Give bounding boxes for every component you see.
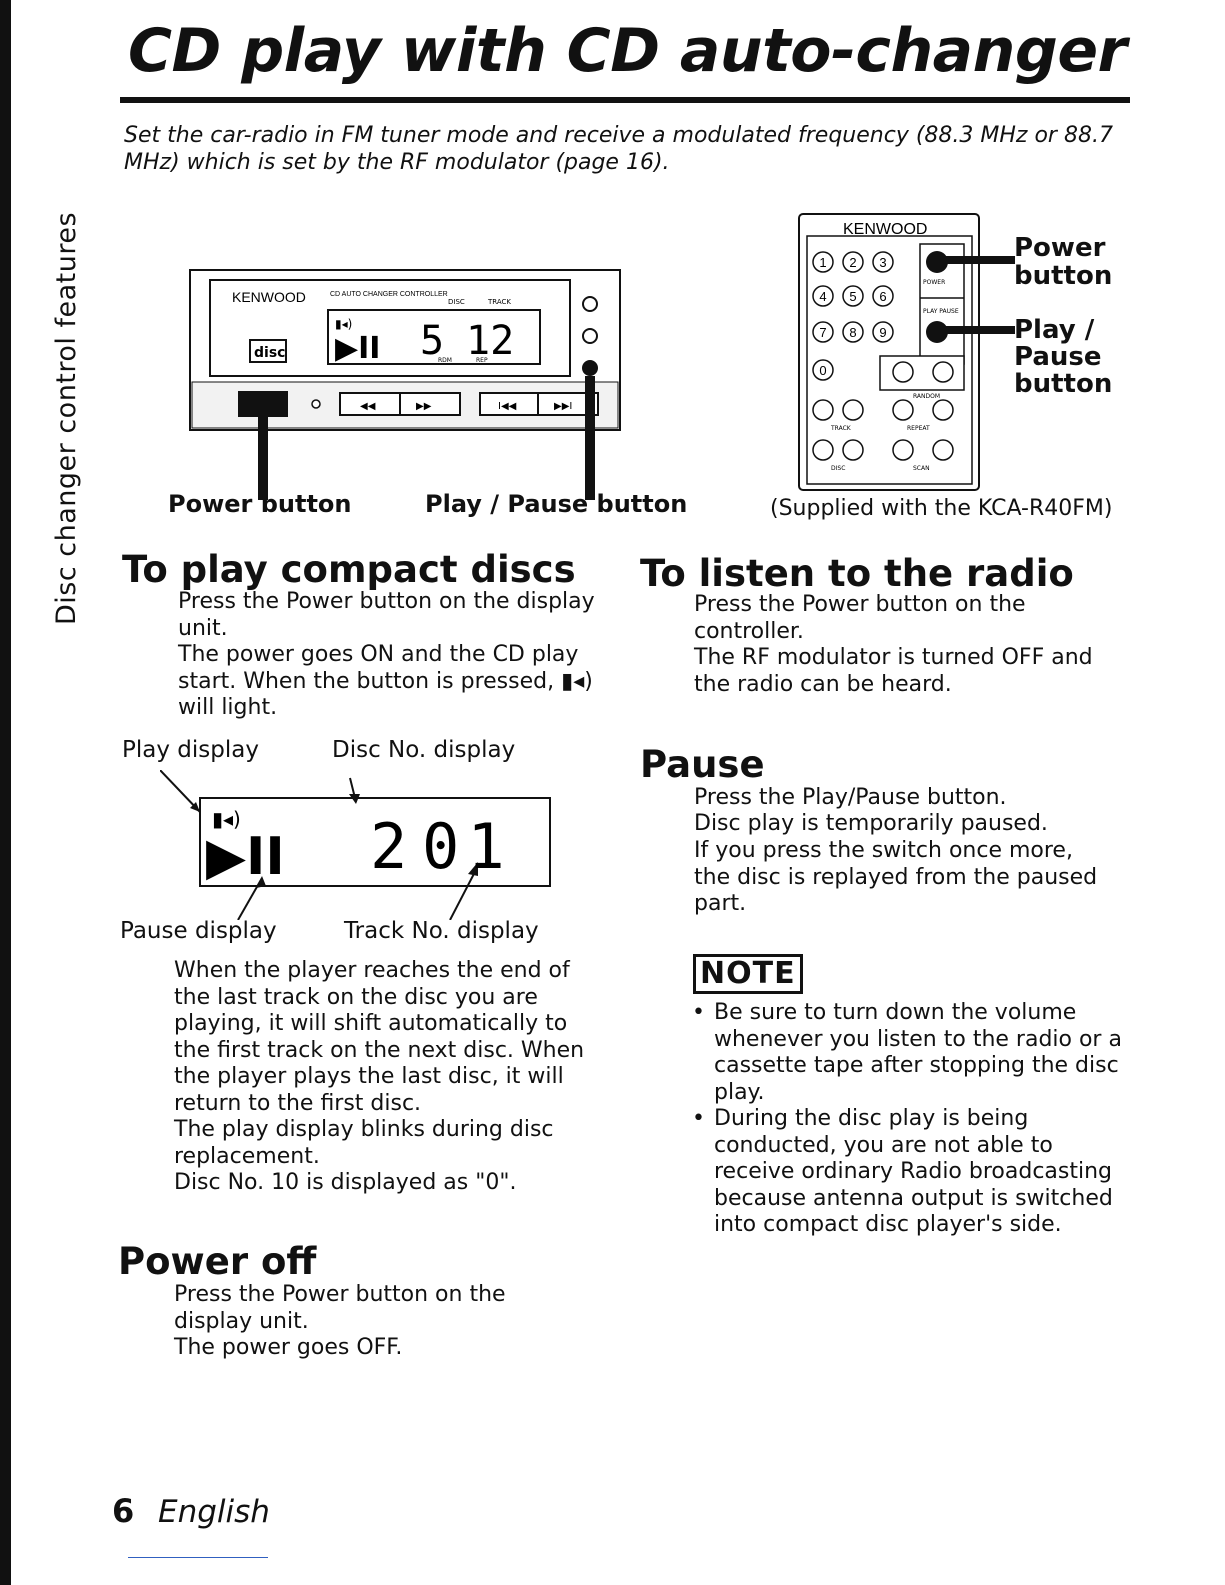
intro-paragraph: Set the car-radio in FM tuner mode and r… (124, 123, 1113, 175)
remote-key-7: 7 (819, 325, 826, 340)
controller-power-button (238, 391, 288, 417)
controller-track-value: 12 (466, 318, 514, 364)
label-pause-display: Pause display (120, 918, 277, 944)
remote-key-6: 6 (879, 289, 886, 304)
play-pause-pointer-line (585, 438, 595, 500)
lcd-diagram: ▮◂) ▶II 2 01 (160, 770, 551, 920)
pause-heading: Pause (640, 743, 765, 786)
remote-key-5: 5 (849, 289, 856, 304)
play-heading: To play compact discs (122, 548, 576, 591)
remote-power-callout-2: button (1014, 261, 1113, 291)
power-off-heading: Power off (118, 1240, 317, 1283)
note-list: •Be sure to turn down the volume wheneve… (692, 1000, 1122, 1239)
controller-disc-logo: disc (254, 345, 285, 361)
remote-play-callout-1: Play / (1014, 315, 1095, 345)
play-paragraph-3: When the player reaches the end of the l… (174, 958, 585, 1116)
controller-rep-label: REP (476, 357, 488, 364)
controller-lcd-icon: ▮◂) (335, 317, 352, 331)
controller-disc-value: 5 (420, 318, 444, 364)
remote-play-callout-2: Pause (1014, 342, 1102, 372)
remote-disc-label: DISC (831, 465, 845, 472)
page-language: English (158, 1494, 270, 1530)
remote-key-2: 2 (849, 255, 856, 270)
pause-paragraph-3: If you press the switch once more, the d… (694, 838, 1098, 916)
remote-power-key-label: POWER (923, 279, 945, 286)
controller-brand: KENWOOD (232, 289, 306, 305)
remote-illustration: KENWOOD 1 2 3 4 5 6 7 8 9 0 POWER PLAY P… (798, 213, 1015, 491)
play-paragraph-4: The play display blinks during disc repl… (174, 1117, 554, 1169)
controller-track-label: TRACK (487, 298, 511, 306)
title-rule (120, 97, 1130, 103)
remote-brand: KENWOOD (843, 221, 927, 238)
label-play-display: Play display (122, 737, 259, 763)
controller-play-pause-button (582, 360, 598, 376)
remote-key-1: 1 (819, 255, 826, 270)
remote-scan-label: SCAN (913, 465, 930, 472)
controller-model-label: CD AUTO CHANGER CONTROLLER (330, 291, 448, 298)
remote-power-button (926, 251, 948, 273)
rdm-button (582, 328, 598, 344)
controller-play-symbol: ▶II (335, 331, 380, 366)
remote-play-callout-3: button (1014, 369, 1113, 399)
play-paragraph-1: Press the Power button on the display un… (178, 589, 595, 641)
pause-paragraph-2: Disc play is temporarily paused. (694, 811, 1048, 836)
remote-play-pause-button (926, 321, 948, 343)
controller-play-pause-callout: Play / Pause button (425, 490, 688, 518)
note-item: •During the disc play is being conducted… (692, 1106, 1113, 1237)
controller-disc-label: DISC (448, 298, 465, 306)
section-side-tab: Disc changer control features (51, 211, 82, 625)
svg-text:▶▶: ▶▶ (416, 401, 432, 412)
left-edge-bar (0, 0, 11, 1585)
remote-key-4: 4 (819, 289, 826, 304)
remote-key-8: 8 (849, 325, 856, 340)
svg-text:I◀◀: I◀◀ (498, 401, 517, 412)
remote-key-9: 9 (879, 325, 886, 340)
radio-paragraph-1: Press the Power button on the controller… (694, 592, 1026, 644)
remote-track-label: TRACK (830, 425, 852, 432)
lcd-play-pause-symbol: ▶II (206, 827, 285, 887)
controller-illustration: KENWOOD CD AUTO CHANGER CONTROLLER DISC … (189, 269, 621, 438)
remote-repeat-label: REPEAT (907, 425, 930, 432)
remote-caption: (Supplied with the KCA-R40FM) (770, 496, 1113, 521)
remote-key-0: 0 (819, 363, 826, 378)
controller-power-callout: Power button (168, 490, 352, 518)
lcd-cd-icon: ▮◂) (212, 807, 241, 831)
lcd-track-number: 01 (422, 810, 513, 883)
play-paragraph-5: Disc No. 10 is displayed as "0". (174, 1170, 517, 1195)
pause-paragraph-1: Press the Play/Pause button. (694, 785, 1007, 810)
radio-heading: To listen to the radio (640, 552, 1074, 595)
svg-text:◀◀: ◀◀ (360, 401, 376, 412)
note-label: NOTE (693, 954, 803, 994)
power-pointer-line (258, 438, 268, 500)
label-disc-no-display: Disc No. display (332, 737, 516, 763)
page-number: 6 (112, 1492, 135, 1530)
power-off-paragraph-1: Press the Power button on the display un… (174, 1282, 506, 1334)
power-off-paragraph-2: The power goes OFF. (174, 1335, 403, 1360)
play-paragraph-2: The power goes ON and the CD play start.… (178, 642, 593, 720)
controller-rdm-label: RDM (438, 357, 452, 364)
lcd-disc-number: 2 (370, 810, 407, 883)
radio-paragraph-2: The RF modulator is turned OFF and the r… (694, 645, 1093, 697)
footer-rule (128, 1557, 268, 1558)
label-track-no-display: Track No. display (344, 918, 539, 944)
svg-text:▶▶I: ▶▶I (554, 401, 572, 412)
remote-power-callout-1: Power (1014, 233, 1106, 263)
remote-play-key-label: PLAY PAUSE (923, 308, 959, 315)
remote-random-label: RANDOM (913, 393, 940, 400)
rep-button (582, 296, 598, 312)
note-item: •Be sure to turn down the volume wheneve… (692, 1000, 1122, 1105)
remote-key-3: 3 (879, 255, 886, 270)
page-title: CD play with CD auto-changer (128, 16, 1127, 86)
